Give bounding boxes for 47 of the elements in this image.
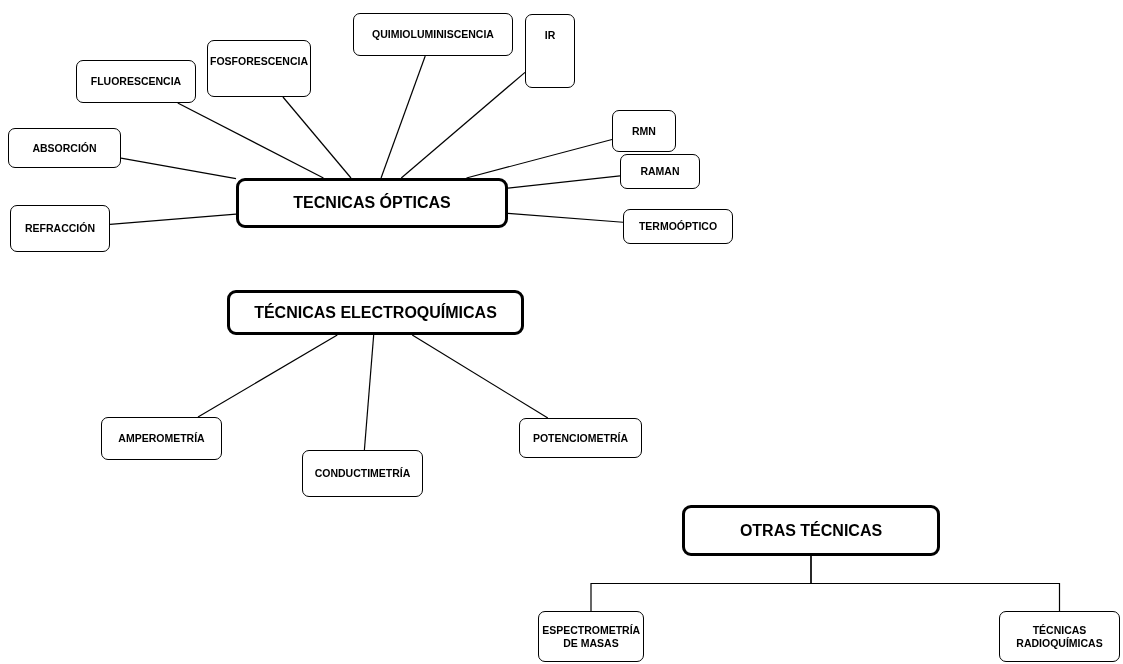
technique-box	[76, 60, 196, 103]
node-label: TECNICAS ÓPTICAS	[293, 193, 451, 213]
category-box	[682, 505, 940, 556]
technique-box	[302, 450, 423, 497]
technique-box	[538, 611, 644, 662]
node-label: FOSFORESCENCIA	[210, 55, 308, 68]
node-label: IR	[544, 29, 556, 42]
node-label: CONDUCTIMETRÍA	[314, 467, 411, 480]
connector-line	[120, 157, 237, 180]
technique-box	[8, 128, 121, 168]
technique-box	[623, 209, 733, 244]
node-label: ESPECTROMETRÍA DE MASAS	[542, 623, 640, 650]
node-label: OTRAS TÉCNICAS	[739, 520, 883, 541]
node-label: AMPEROMETRÍA	[118, 432, 205, 445]
connector-line	[400, 71, 526, 179]
technique-box	[612, 110, 676, 152]
node-label: TÉCNICAS ELECTROQUÍMICAS	[254, 302, 497, 323]
technique-box	[525, 14, 575, 88]
connector-line	[363, 334, 375, 451]
connector-line	[507, 212, 624, 223]
connector-line	[380, 55, 426, 179]
node-label: TÉCNICAS RADIOQUÍMICAS	[1015, 623, 1104, 650]
technique-box	[620, 154, 700, 189]
node-label: QUIMIOLUMINISCENCIA	[372, 28, 494, 41]
technique-box	[207, 40, 311, 97]
connector-line	[109, 213, 237, 225]
connector-line	[282, 96, 352, 179]
node-label: RMN	[632, 125, 656, 138]
node-label: TERMOÓPTICO	[638, 220, 718, 233]
node-label: RAMAN	[640, 165, 680, 178]
technique-box	[353, 13, 513, 56]
connector-line	[465, 138, 613, 179]
connector-line	[177, 102, 325, 179]
node-label: FLUORESCENCIA	[90, 75, 182, 88]
node-label: POTENCIOMETRÍA	[532, 431, 629, 445]
technique-box	[999, 611, 1120, 662]
connector-line	[810, 555, 1061, 612]
technique-box	[519, 418, 642, 458]
technique-box	[10, 205, 110, 252]
connector-line	[411, 334, 549, 419]
connector-line	[197, 334, 338, 418]
connector-line	[507, 175, 621, 189]
category-box	[227, 290, 524, 335]
category-box	[236, 178, 508, 228]
node-label: REFRACCIÓN	[25, 222, 95, 235]
node-label: ABSORCIÓN	[32, 141, 97, 155]
technique-box	[101, 417, 222, 460]
